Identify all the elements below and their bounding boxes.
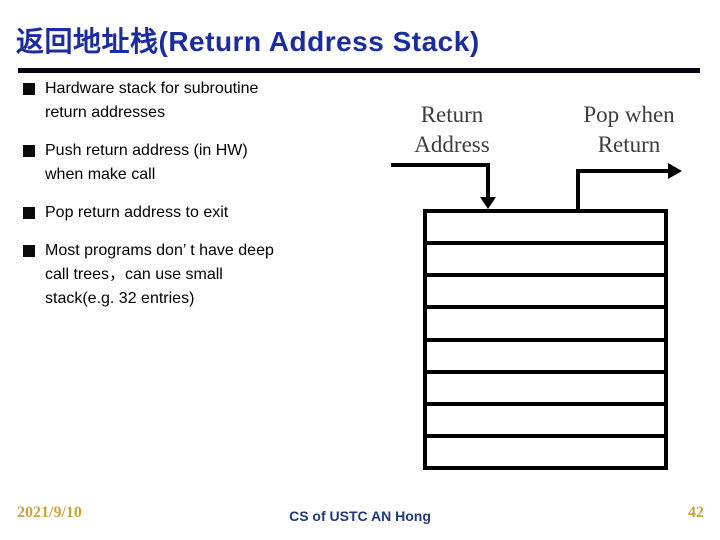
- bullet-item: Most programs don’ t have deep call tree…: [23, 239, 368, 311]
- stack-row: [427, 406, 664, 438]
- square-bullet-icon: [23, 245, 35, 257]
- stack-row: [427, 213, 664, 246]
- page-title: 返回地址栈(Return Address Stack): [16, 26, 480, 57]
- footer-date: 2021/9/10: [17, 504, 82, 521]
- square-bullet-icon: [23, 145, 35, 157]
- bullet-text: Hardware stack for subroutine return add…: [45, 80, 259, 121]
- bullet-text: Most programs don’ t have deep call tree…: [45, 242, 274, 307]
- bullet-list: Hardware stack for subroutine return add…: [23, 77, 368, 325]
- bullet-item: Pop return address to exit: [23, 201, 368, 225]
- stack-row: [427, 374, 664, 406]
- bullet-item: Hardware stack for subroutine return add…: [23, 77, 368, 125]
- push-arrow-horizontal-segment: [391, 163, 490, 167]
- square-bullet-icon: [23, 83, 35, 95]
- pop-arrowhead-right-icon: [668, 163, 682, 179]
- pop-arrow-label: Pop when Return: [583, 102, 675, 157]
- stack-row: [427, 438, 664, 466]
- bullet-text: Pop return address to exit: [45, 204, 229, 221]
- bullet-item: Push return address (in HW) when make ca…: [23, 139, 368, 187]
- bullet-text: Push return address (in HW) when make ca…: [45, 142, 248, 183]
- stack-row: [427, 309, 664, 342]
- footer-credit: CS of USTC AN Hong: [289, 508, 431, 524]
- footer-page-number: 42: [688, 504, 704, 521]
- stack: [423, 209, 668, 470]
- push-arrow-label: Return Address: [414, 102, 490, 157]
- pop-arrow-vertical-segment: [576, 169, 580, 210]
- square-bullet-icon: [23, 207, 35, 219]
- stack-row: [427, 277, 664, 310]
- pop-arrow-horizontal-segment: [576, 169, 669, 173]
- stack-row: [427, 342, 664, 374]
- stack-row: [427, 245, 664, 278]
- title-rule: [18, 68, 700, 73]
- push-arrow-vertical-segment: [486, 163, 490, 199]
- push-arrowhead-down-icon: [480, 197, 496, 209]
